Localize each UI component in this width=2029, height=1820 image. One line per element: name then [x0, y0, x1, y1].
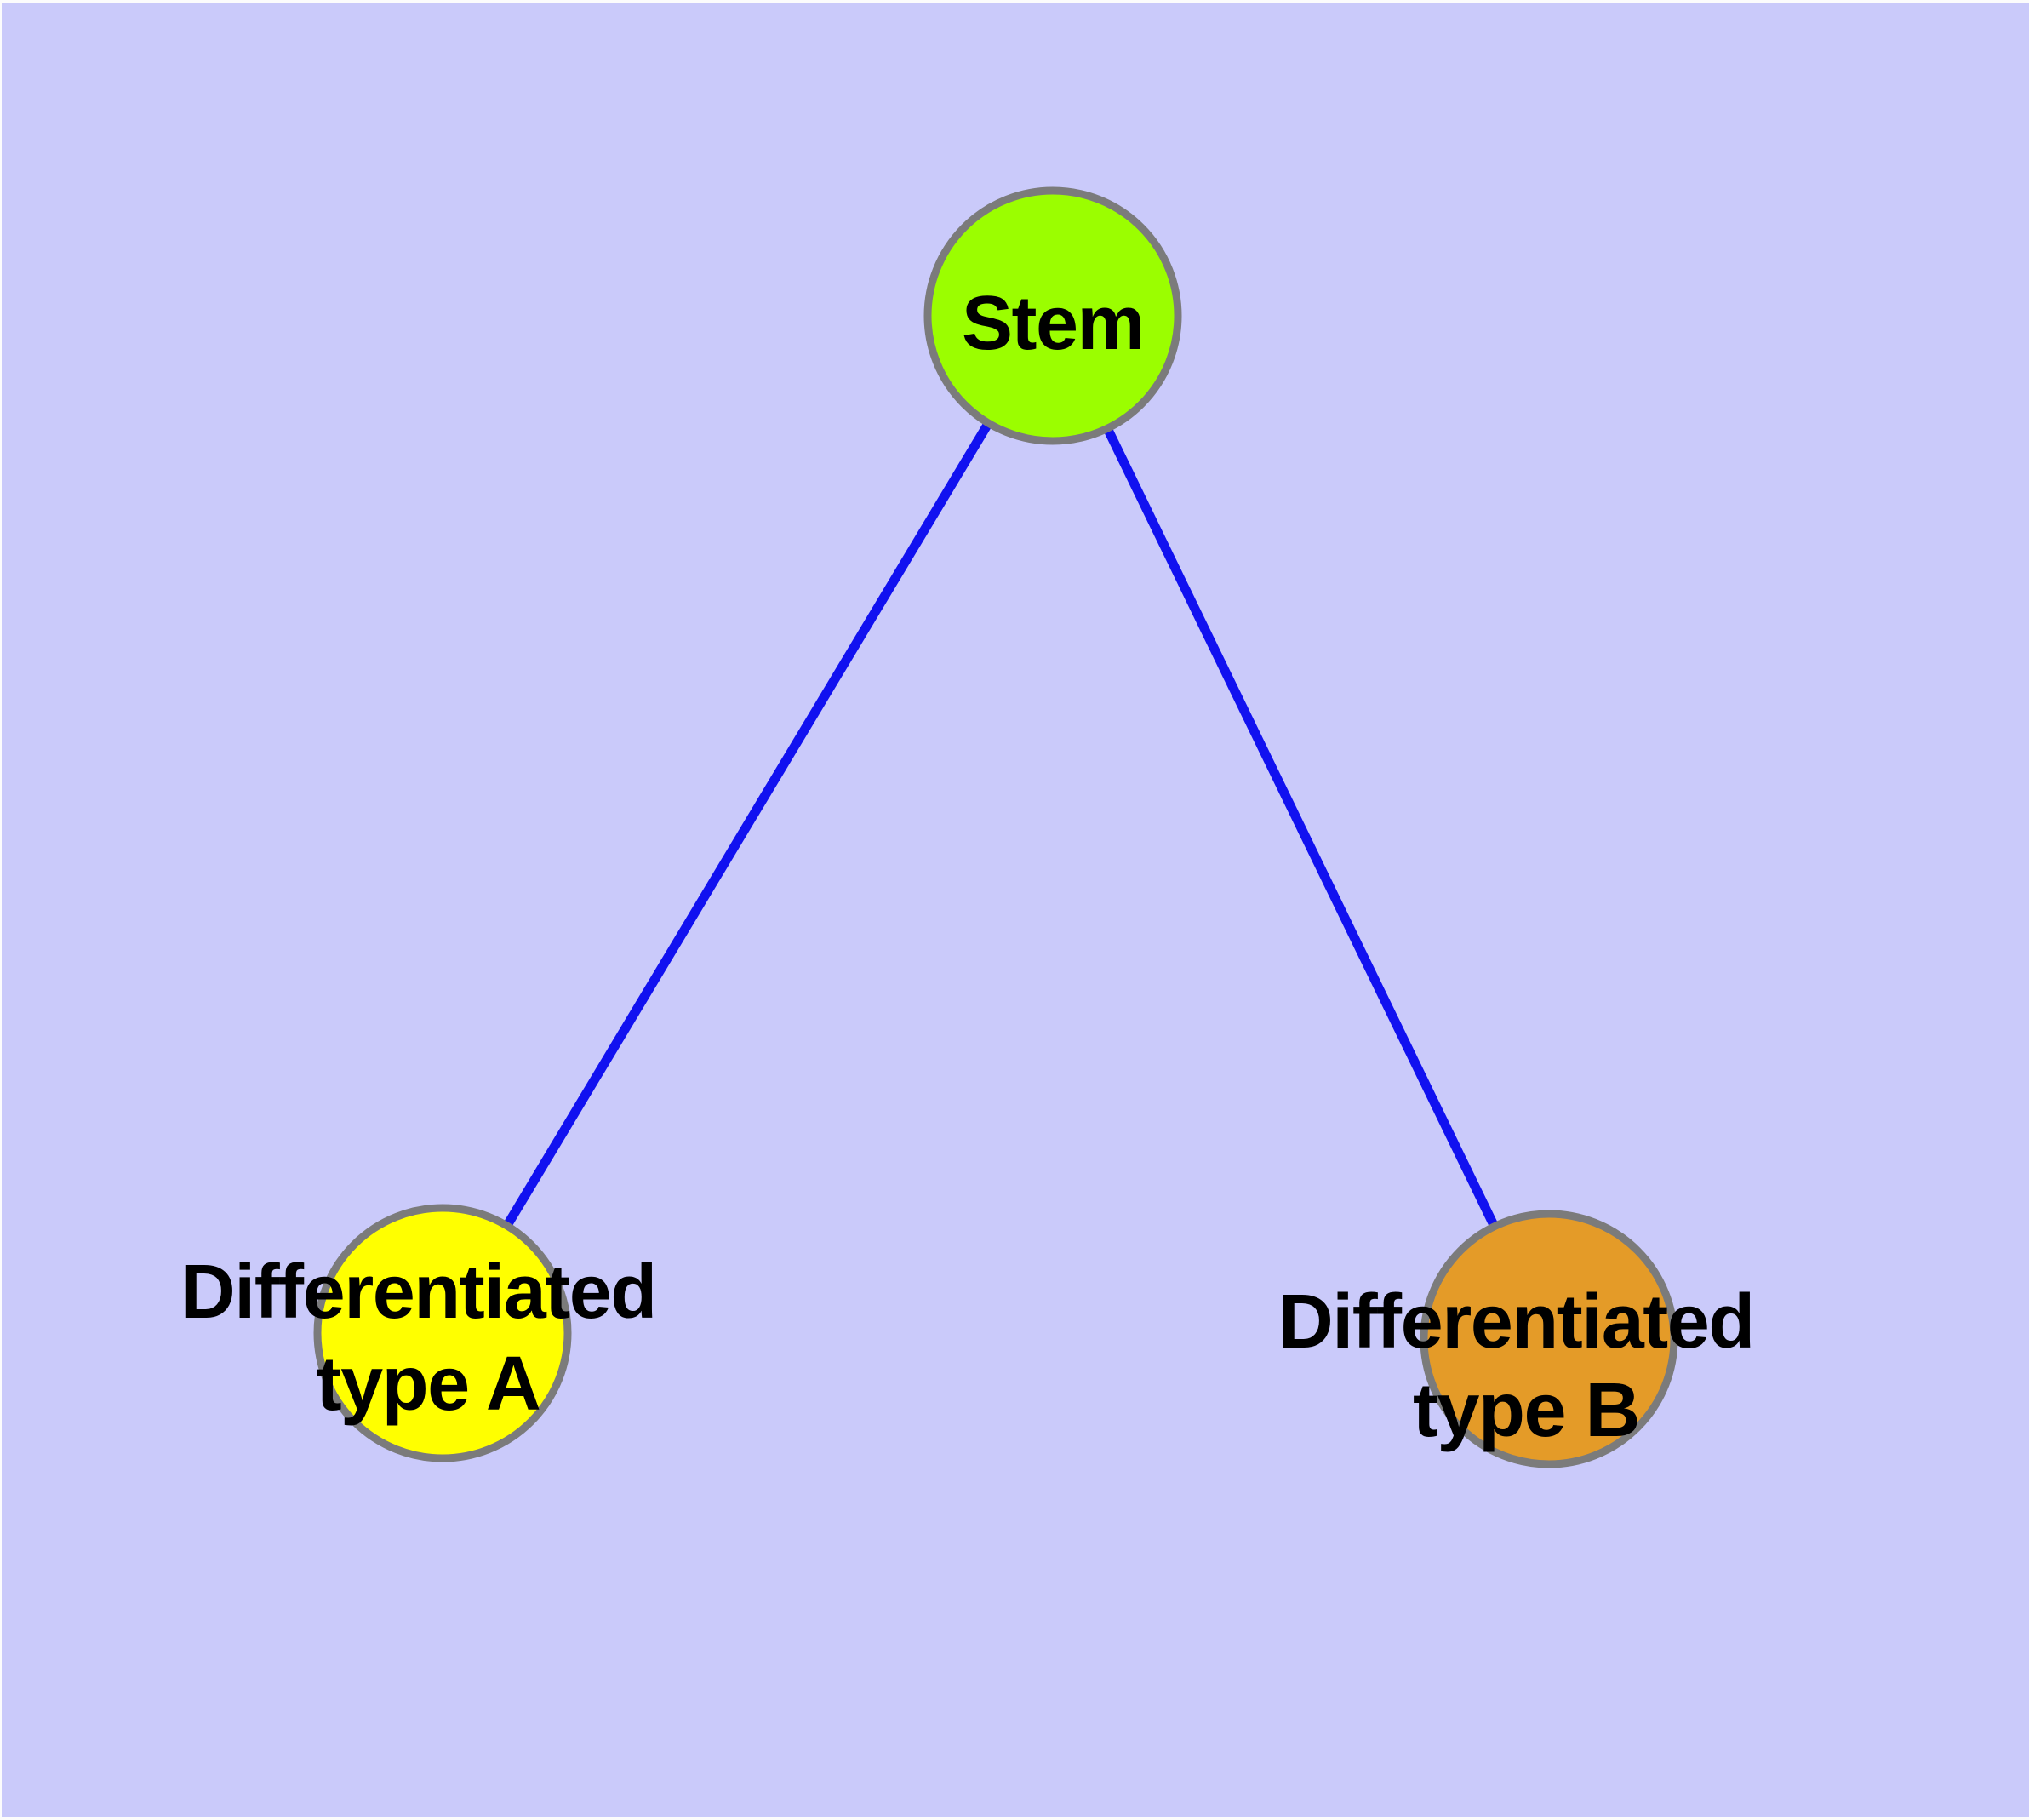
node-differentiated-type-b-label: Differentiated type B — [1278, 1279, 1775, 1453]
frame-bottom — [0, 1817, 2029, 1820]
frame-top — [0, 0, 2029, 3]
node-differentiated-type-b-circle[interactable] — [1420, 1210, 1678, 1468]
node-differentiated-type-b[interactable]: Differentiated type B — [1278, 1210, 1775, 1468]
node-differentiated-type-a[interactable]: Differentiated type A — [180, 1204, 677, 1462]
node-stem-label: Stem — [962, 281, 1144, 366]
node-stem-circle[interactable] — [923, 186, 1182, 445]
edge-stem-to-type-b — [1049, 313, 1553, 1342]
node-differentiated-type-a-circle[interactable] — [313, 1204, 572, 1462]
edge-stem-to-type-a — [438, 313, 1057, 1336]
frame-left — [0, 0, 2, 1820]
node-stem[interactable]: Stem — [923, 186, 1182, 445]
node-differentiated-type-a-label: Differentiated type A — [180, 1250, 677, 1427]
